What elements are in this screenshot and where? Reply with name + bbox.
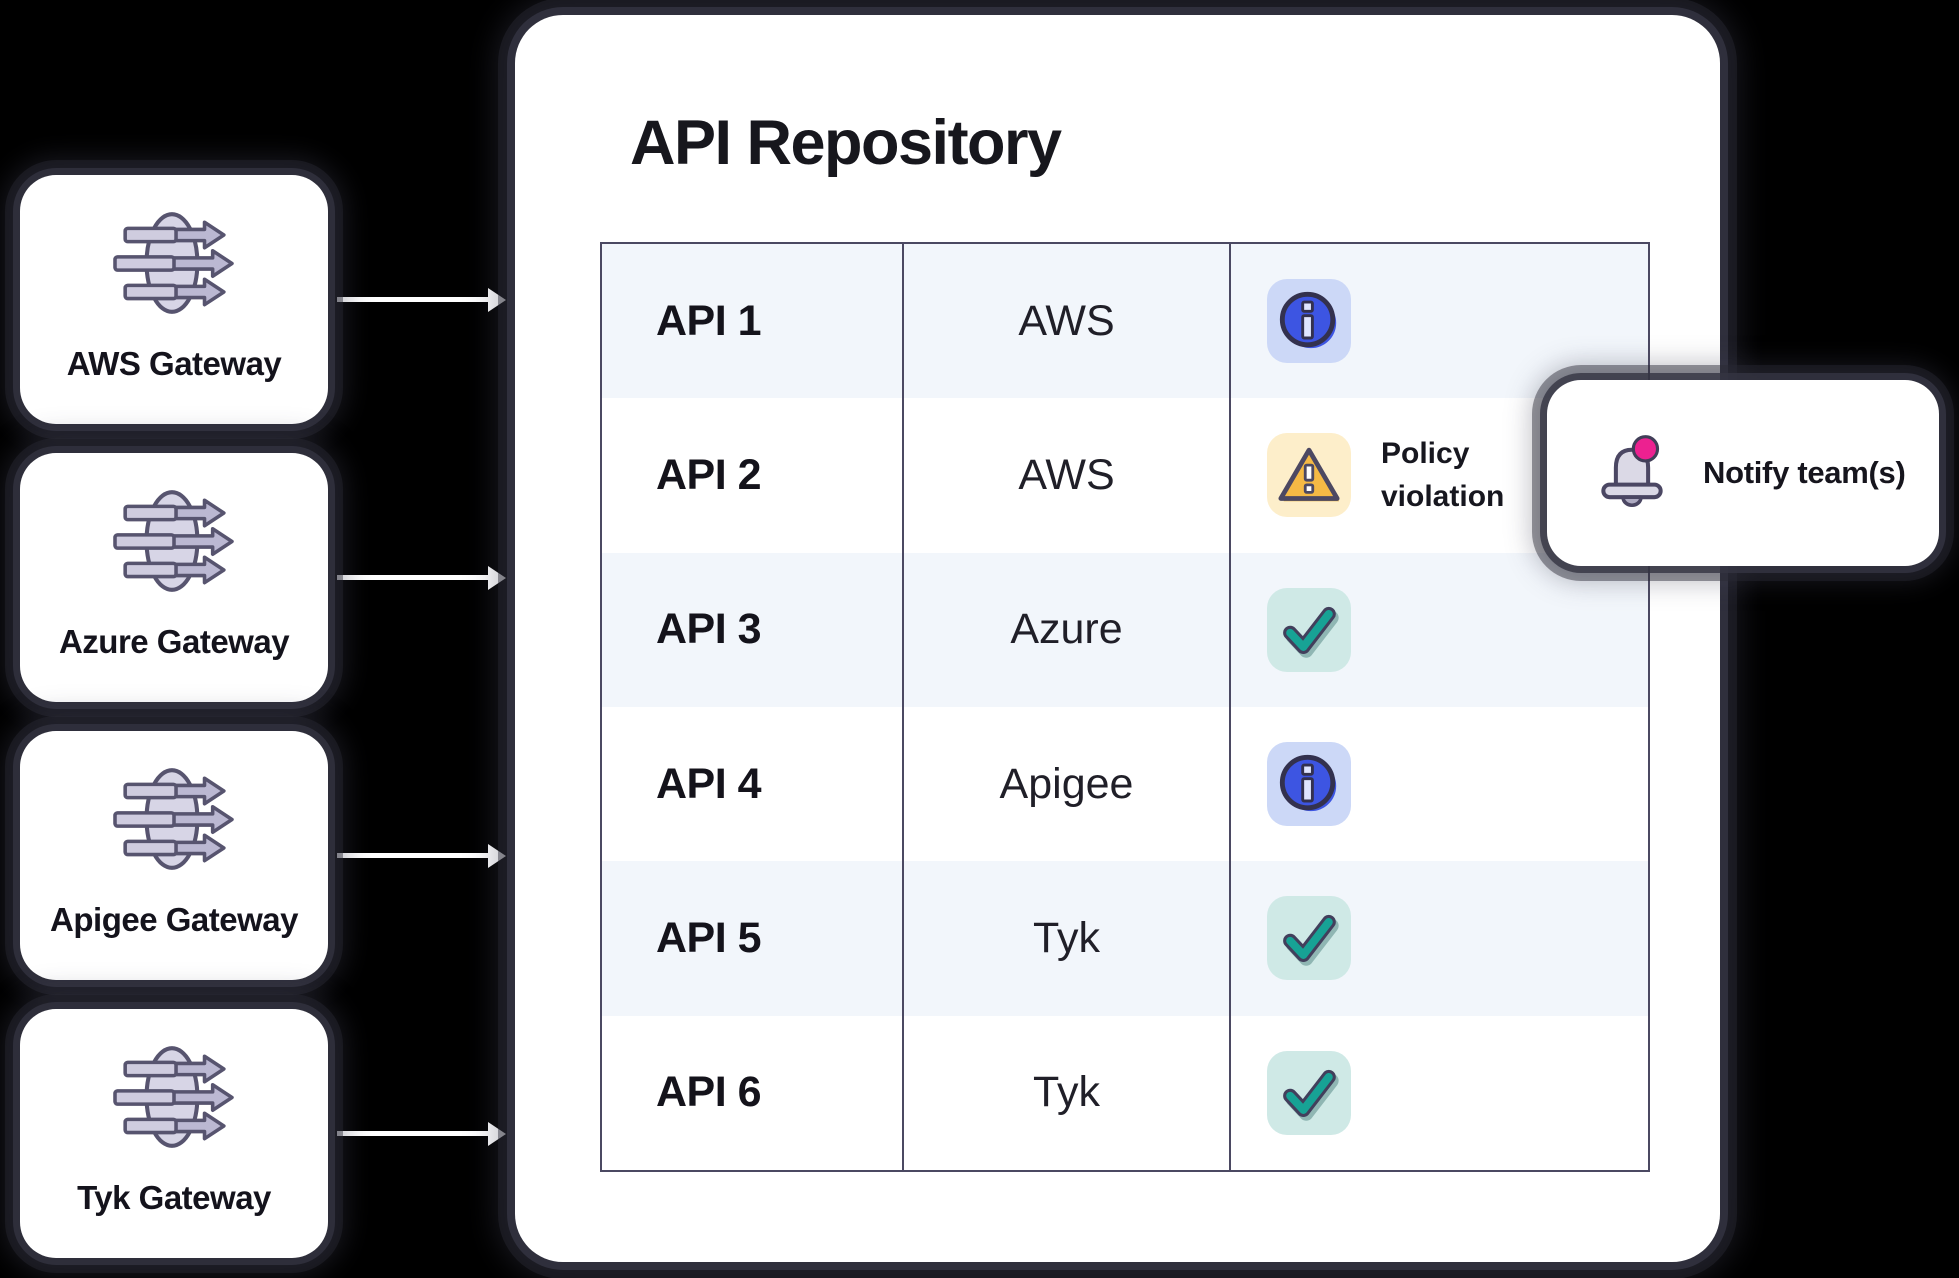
page-title: API Repository — [630, 108, 1062, 178]
info-icon — [1267, 279, 1351, 364]
gateway-label: Azure Gateway — [58, 623, 290, 660]
api-repository-panel: API Repository API 1 AWS API 2 AWS Polic… — [515, 15, 1720, 1262]
status-cell — [1231, 553, 1648, 707]
table-row: API 4 Apigee — [602, 706, 1648, 862]
status-cell — [1231, 707, 1648, 861]
status-cell: Policy violation — [1231, 398, 1648, 552]
provider-cell: Tyk — [904, 861, 1231, 1016]
gateway-icon — [76, 483, 272, 601]
table-row: API 2 AWS Policy violation — [602, 398, 1648, 553]
gateway-icon — [76, 1039, 272, 1157]
gateway-icon — [76, 761, 272, 879]
connector-arrow-aws — [337, 297, 489, 302]
table-row: API 6 Tyk — [602, 1015, 1648, 1170]
bell-icon — [1589, 431, 1675, 515]
connector-arrow-tyk — [337, 1131, 489, 1136]
notify-label: Notify team(s) — [1703, 455, 1906, 490]
warning-icon — [1267, 433, 1351, 518]
gateway-label: Apigee Gateway — [50, 901, 298, 938]
status-cell — [1231, 861, 1648, 1015]
connector-arrow-azure — [337, 575, 489, 580]
table-row: API 3 Azure — [602, 552, 1648, 707]
status-cell — [1231, 1016, 1648, 1170]
gateway-card-aws: AWS Gateway — [20, 175, 328, 424]
api-name-cell: API 4 — [602, 706, 904, 862]
provider-cell: Azure — [904, 552, 1231, 707]
provider-cell: AWS — [904, 398, 1231, 553]
table-row: API 1 AWS — [602, 244, 1648, 399]
check-icon — [1267, 896, 1351, 981]
check-icon — [1267, 587, 1351, 672]
provider-cell: AWS — [904, 244, 1231, 399]
table-row: API 5 Tyk — [602, 861, 1648, 1016]
gateway-icon — [76, 205, 272, 323]
provider-cell: Tyk — [904, 1015, 1231, 1170]
api-name-cell: API 6 — [602, 1015, 904, 1170]
info-icon — [1267, 742, 1351, 827]
notify-teams-card: Notify team(s) — [1547, 380, 1939, 566]
api-name-cell: API 5 — [602, 861, 904, 1016]
api-name-cell: API 1 — [602, 244, 904, 399]
gateway-card-apigee: Apigee Gateway — [20, 731, 328, 980]
gateway-card-azure: Azure Gateway — [20, 453, 328, 702]
connector-arrow-apigee — [337, 853, 489, 858]
status-label: Policy violation — [1381, 436, 1505, 514]
provider-cell: Apigee — [904, 706, 1231, 862]
gateway-card-tyk: Tyk Gateway — [20, 1009, 328, 1258]
status-cell — [1231, 244, 1648, 398]
gateway-label: AWS Gateway — [66, 345, 282, 382]
api-table: API 1 AWS API 2 AWS Policy violation API… — [600, 242, 1650, 1172]
gateway-label: Tyk Gateway — [77, 1179, 271, 1216]
check-icon — [1267, 1050, 1351, 1135]
api-name-cell: API 2 — [602, 398, 904, 553]
api-name-cell: API 3 — [602, 552, 904, 707]
